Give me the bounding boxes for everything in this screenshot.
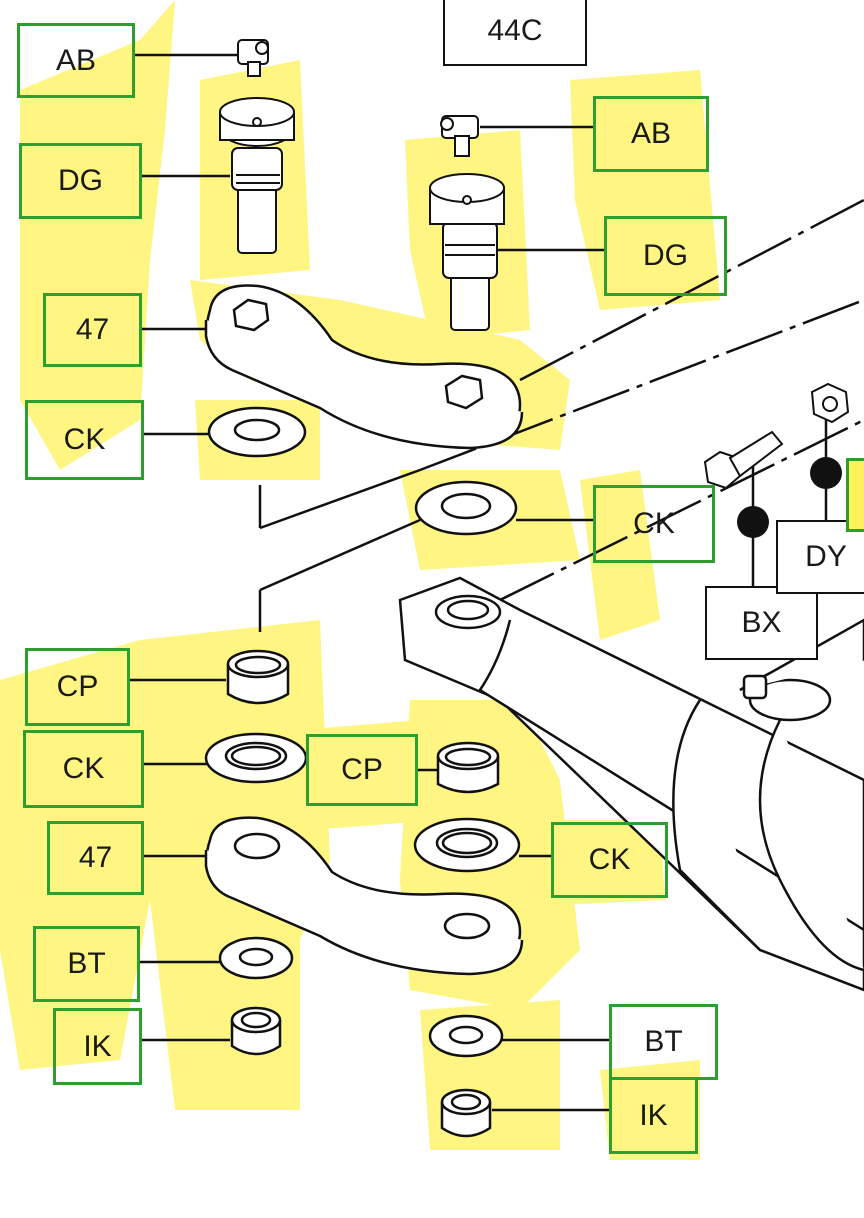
nut-ik-right — [440, 1088, 492, 1138]
callout-bt-left: BT — [33, 926, 140, 1002]
callout-bt-right: BT — [609, 1004, 718, 1080]
bushing-lower-right — [436, 741, 500, 794]
steering-arm-upper — [204, 284, 524, 450]
callout-cp-right: CP — [306, 734, 418, 806]
leader-lines — [130, 53, 864, 1112]
callout-44c: 44C — [443, 0, 587, 66]
washer-upper-right — [414, 480, 518, 536]
washer-bt-left — [218, 936, 294, 980]
bushing-lower-left — [226, 649, 290, 705]
pin-right — [429, 173, 505, 331]
pin-left — [219, 97, 295, 254]
callout-ik-left: IK — [53, 1008, 142, 1085]
callout-dg-right: DG — [604, 216, 727, 296]
callout-ck-upper-right: CK — [593, 485, 715, 563]
callout-dg-left: DG — [19, 143, 142, 219]
steering-cylinder — [398, 576, 864, 992]
callout-dy: DY — [776, 520, 864, 594]
callout-47-upper: 47 — [43, 293, 142, 367]
grease-fitting-right — [440, 115, 479, 157]
callout-bx: BX — [705, 586, 818, 660]
washer-lower-right — [413, 817, 521, 873]
washer-upper-left — [207, 406, 307, 458]
callout-edge-box — [846, 458, 864, 532]
nut-ik-left — [230, 1006, 282, 1056]
callout-cp-left: CP — [25, 648, 130, 726]
steering-arm-lower — [204, 816, 524, 976]
callout-ck-lower-left: CK — [23, 730, 144, 808]
washer-lower-left — [204, 732, 308, 784]
callout-ck-upper-left: CK — [25, 400, 144, 480]
callout-ik-right: IK — [609, 1077, 698, 1154]
callout-ab-right: AB — [593, 96, 709, 172]
grease-fitting-left — [237, 39, 269, 77]
callout-ab-left: AB — [17, 23, 135, 98]
callout-47-lower: 47 — [47, 821, 144, 895]
washer-bt-right — [428, 1014, 504, 1058]
bullet-dots — [737, 457, 842, 538]
callout-ck-lower-right: CK — [551, 822, 668, 898]
bolt-bx — [703, 430, 784, 490]
nut-dy — [810, 382, 850, 424]
